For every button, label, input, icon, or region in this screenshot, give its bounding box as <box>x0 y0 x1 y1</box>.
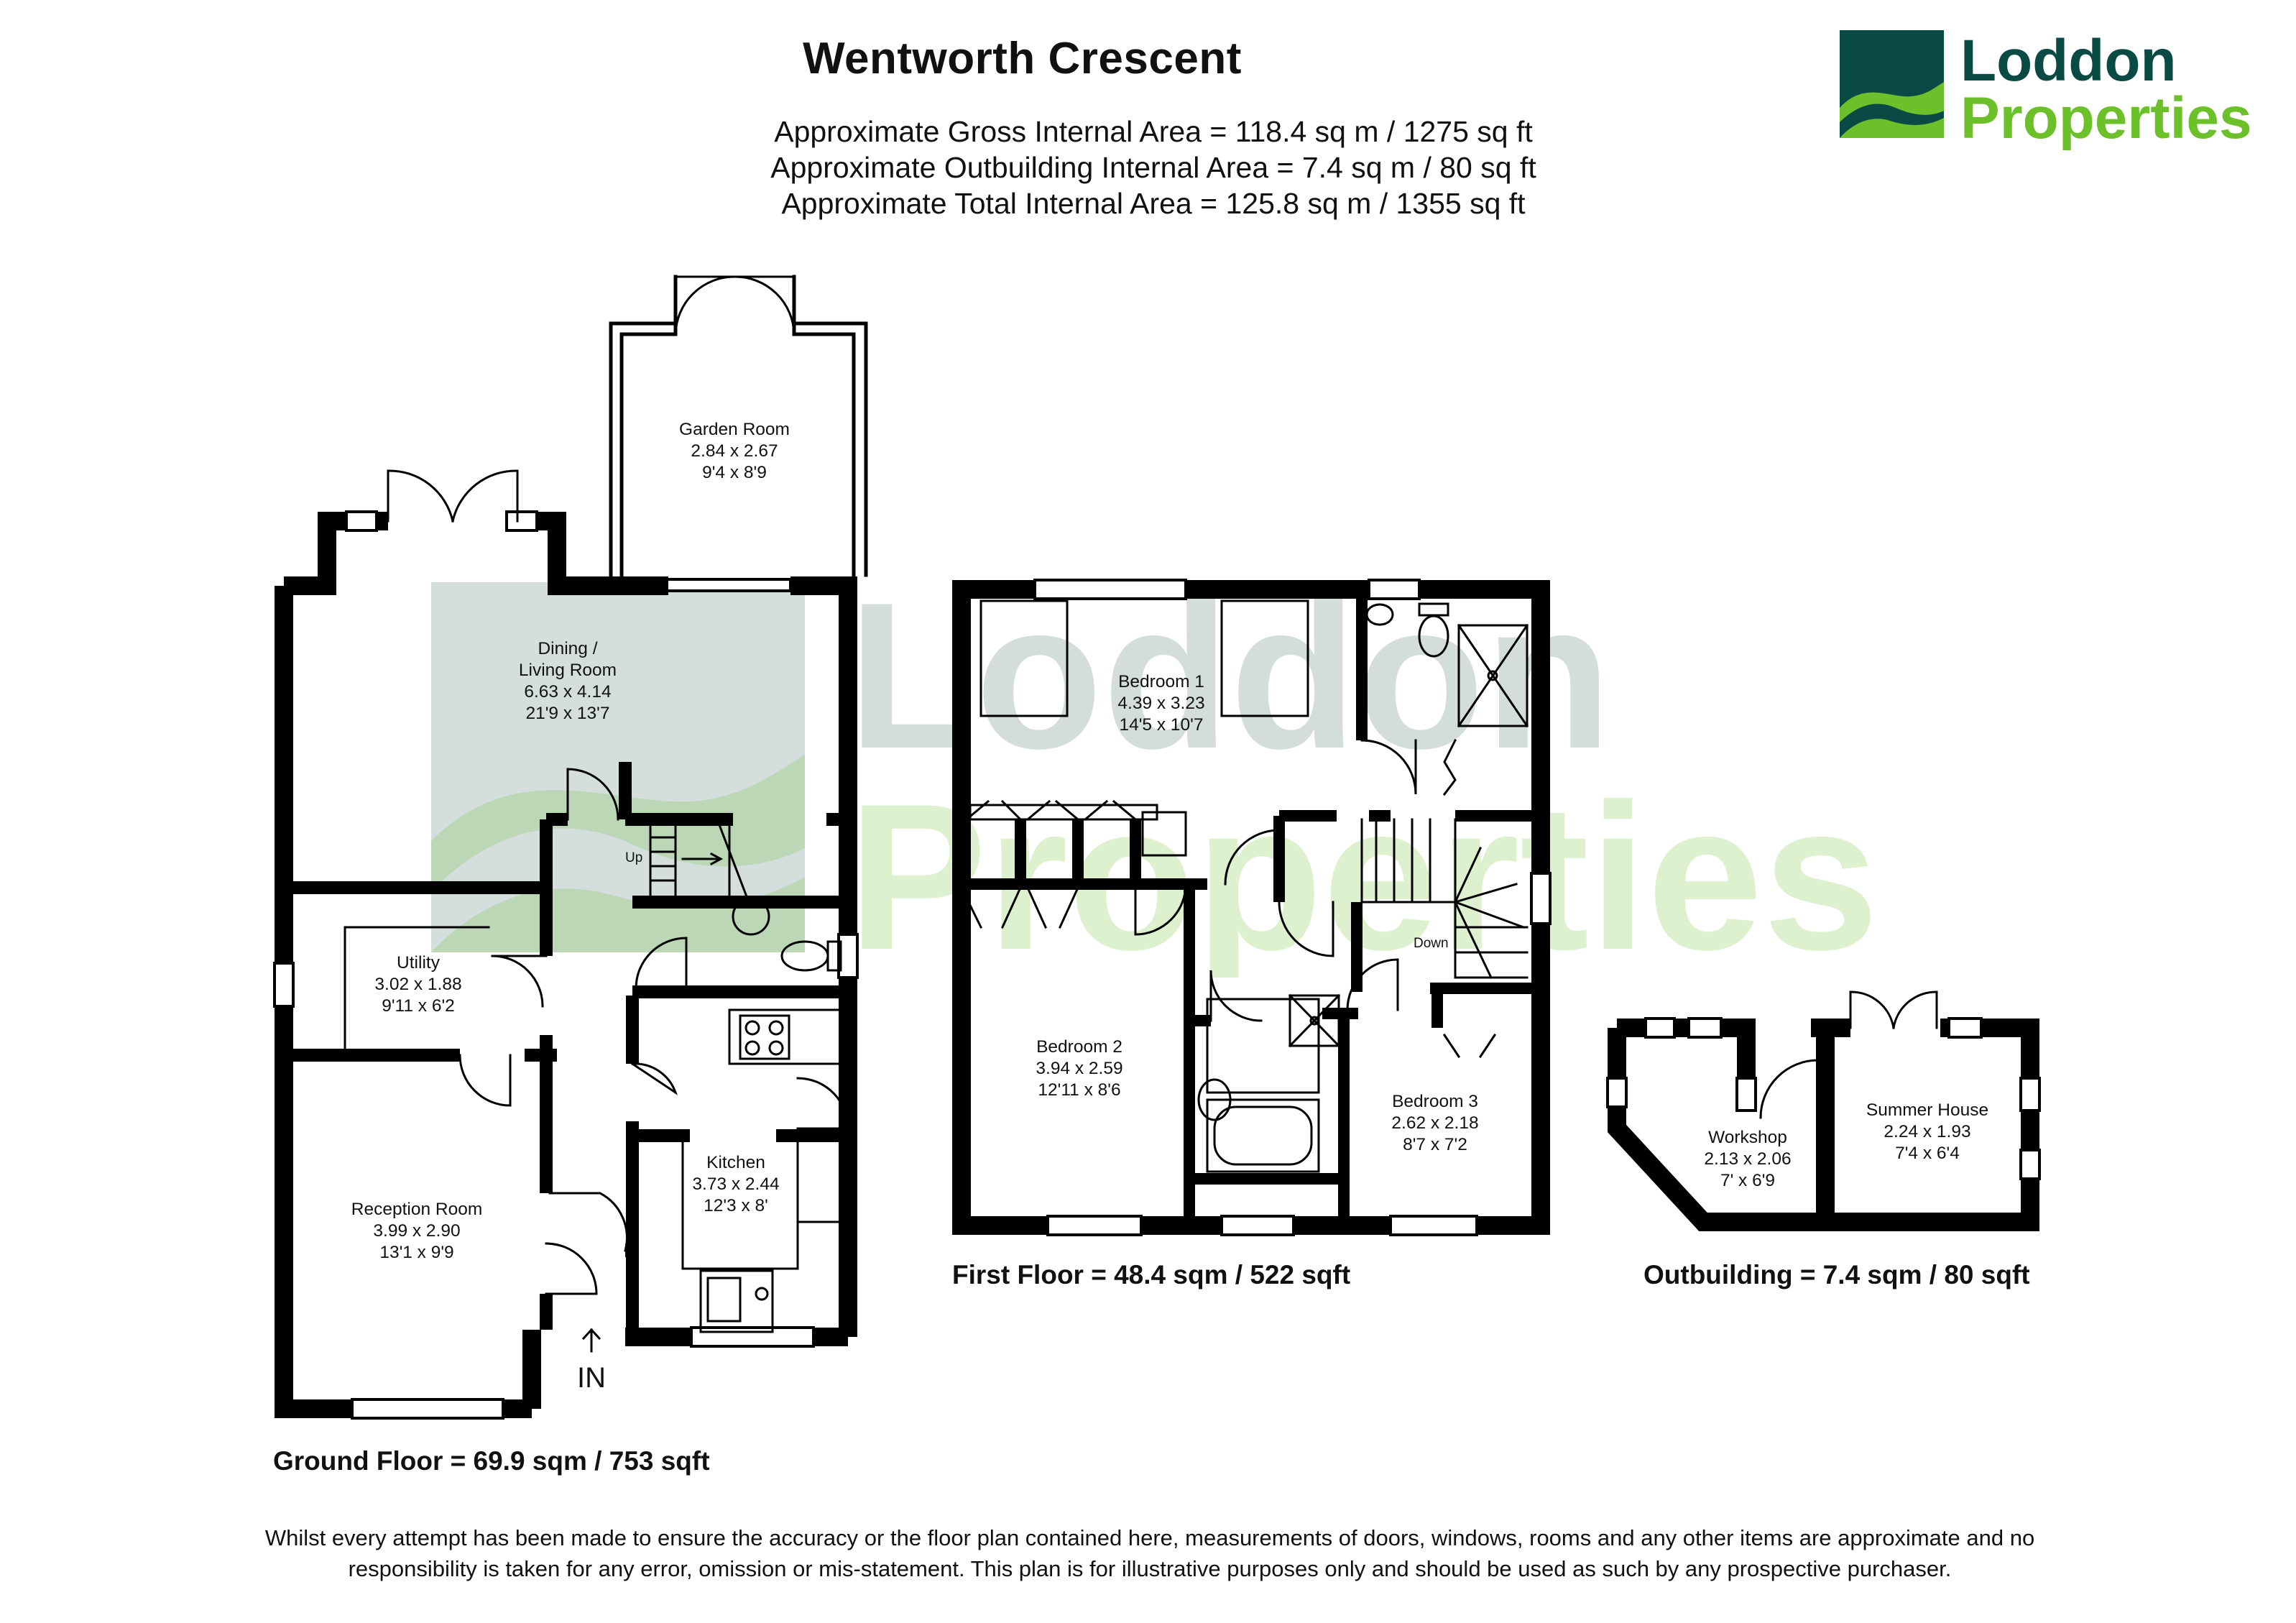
utility-label: Utility 3.02 x 1.88 9'11 x 6'2 <box>374 953 462 1016</box>
first-floor-label: First Floor = 48.4 sqm / 522 sqft <box>952 1260 1351 1289</box>
garden-room-label: Garden Room 2.84 x 2.67 9'4 x 8'9 <box>679 420 790 482</box>
kitchen-fittings <box>344 897 846 1333</box>
first-windows <box>1033 579 1552 1236</box>
bathroom-fittings <box>1197 993 1341 1173</box>
logo-text-line1: Loddon <box>1960 30 2177 93</box>
page-title: Wentworth Crescent <box>803 34 1242 83</box>
bedroom-2-label: Bedroom 2 3.94 x 2.59 12'11 x 8'6 <box>1036 1037 1123 1100</box>
outbuilding-label: Outbuilding = 7.4 sqm / 80 sqft <box>1643 1260 2030 1289</box>
outbuilding-area: Approximate Outbuilding Internal Area = … <box>770 151 1536 184</box>
bedroom-3-label: Bedroom 3 2.62 x 2.18 8'7 x 7'2 <box>1391 1092 1479 1154</box>
logo-mark-icon <box>1840 30 1944 138</box>
kitchen-label: Kitchen 3.73 x 2.44 12'3 x 8' <box>692 1153 780 1215</box>
watermark-text-line1: Loddon <box>848 575 1612 792</box>
ground-windows <box>273 510 859 1420</box>
ground-floor-label: Ground Floor = 69.9 sqm / 753 sqft <box>273 1446 710 1476</box>
outbuilding-plan <box>1606 990 2041 1231</box>
first-stairs[interactable] <box>1360 818 1529 979</box>
gross-area: Approximate Gross Internal Area = 118.4 … <box>774 115 1533 148</box>
logo-text-line2: Properties <box>1960 86 2252 151</box>
entrance-arrow-icon <box>581 1328 601 1353</box>
ground-stair-label: Up <box>625 850 643 865</box>
ground-doors[interactable] <box>458 768 849 1295</box>
first-stair-label: Down <box>1414 936 1449 951</box>
dining-living-room-label: Dining / Living Room 6.63 x 4.14 21'9 x … <box>518 639 617 723</box>
first-doors[interactable] <box>959 599 1497 1059</box>
brand-logo: Loddon Properties <box>1840 30 2252 151</box>
summer-house-french-door[interactable] <box>1849 990 1938 1029</box>
workshop-label: Workshop 2.13 x 2.06 7' x 6'9 <box>1704 1128 1792 1190</box>
bedroom-1-label: Bedroom 1 4.39 x 3.23 14'5 x 10'7 <box>1117 672 1205 735</box>
ground-floor-plan <box>273 275 868 1420</box>
garden-french-door[interactable] <box>674 275 796 336</box>
reception-room-label: Reception Room 3.99 x 2.90 13'1 x 9'9 <box>351 1200 483 1262</box>
area-summary: Approximate Gross Internal Area = 118.4 … <box>618 114 1689 221</box>
total-area: Approximate Total Internal Area = 125.8 … <box>781 187 1526 220</box>
disclaimer: Whilst every attempt has been made to en… <box>264 1525 2035 1581</box>
ensuite-fittings <box>1360 602 1529 796</box>
workshop-door[interactable] <box>1759 1059 1820 1119</box>
ground-stairs[interactable] <box>649 822 749 900</box>
logo-wave-icon <box>1840 82 1944 122</box>
outbuilding-windows <box>1606 1017 2041 1180</box>
summer-house-label: Summer House 2.24 x 1.93 7'4 x 6'4 <box>1866 1100 1989 1163</box>
first-floor-plan <box>952 579 1552 1236</box>
entrance-label: IN <box>577 1362 606 1394</box>
dining-french-door[interactable] <box>387 469 519 523</box>
watermark: Loddon Properties <box>431 575 1878 978</box>
